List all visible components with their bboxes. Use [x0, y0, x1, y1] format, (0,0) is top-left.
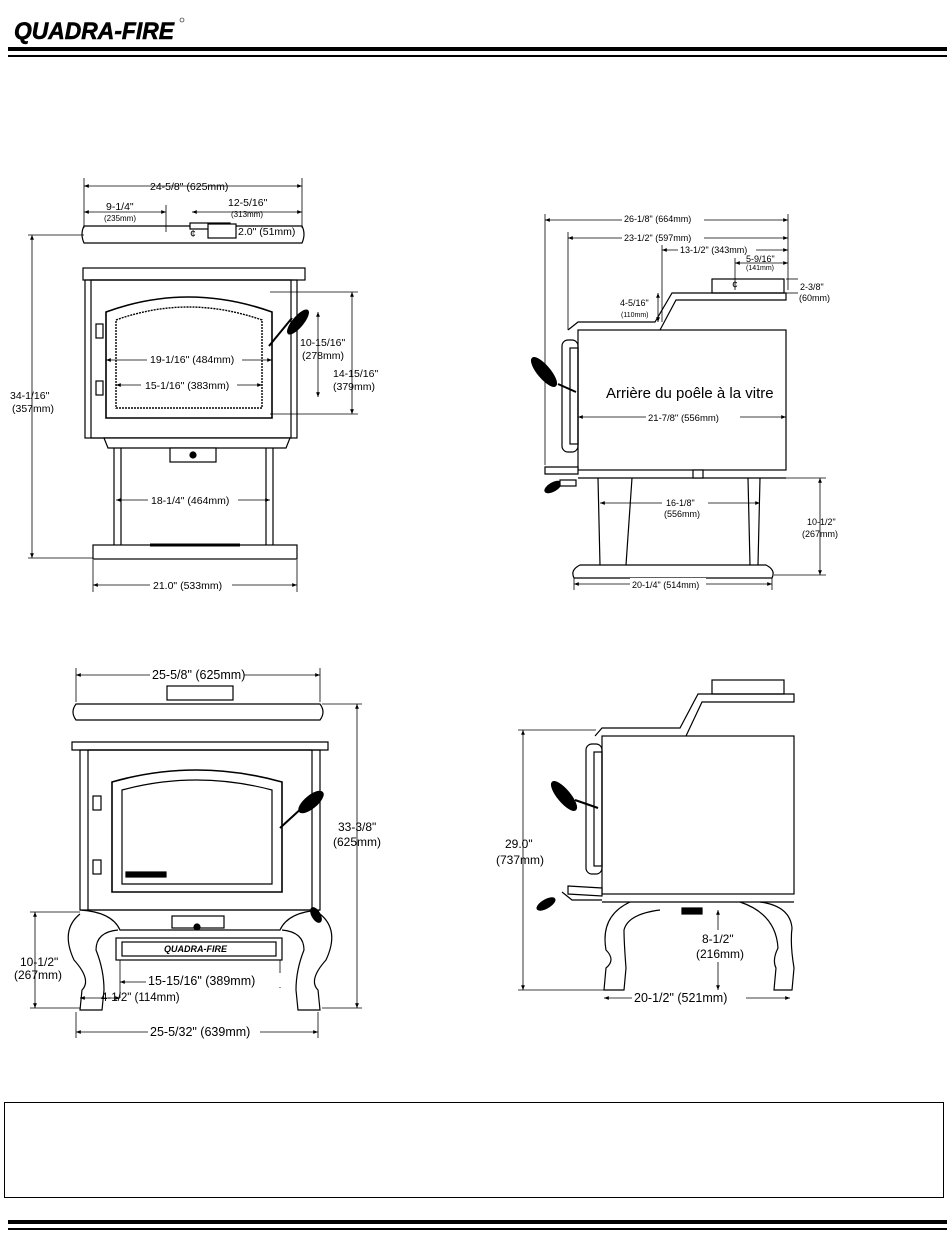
label-side-overall-depth: 26-1/8" (664mm) — [624, 214, 691, 224]
label-door-width: 19-1/16" (484mm) — [150, 354, 234, 366]
label-flue-center-depth: 13-1/2" (343mm) — [680, 245, 747, 255]
front-view-pedestal — [81, 222, 309, 560]
label-centerline: ¢ — [190, 228, 196, 240]
label-collar-height: 2-3/8" — [800, 282, 824, 292]
label-side-overall-height-mm: (737mm) — [496, 853, 544, 867]
label-flue-diameter: 2.0" (51mm) — [238, 226, 295, 238]
label-body-height-mm: (625mm) — [333, 835, 381, 849]
stove-dimension-diagram: 24-5/8" (625mm) 9-1/4" (235mm) 12-5/16" … — [10, 178, 838, 1039]
label-door-height-mm: (278mm) — [302, 350, 344, 362]
label-overall-width: 24-5/8" (625mm) — [150, 181, 228, 193]
label-overall-leg-width: 25-5/32" (639mm) — [150, 1025, 250, 1039]
label-side-centerline: ¢ — [732, 279, 738, 291]
footer-rule-thick — [8, 1220, 947, 1224]
label-glass-width: 15-1/16" (383mm) — [145, 380, 229, 392]
header-rule-thin — [8, 55, 947, 57]
label-leg-height: 10-1/2" — [20, 955, 58, 969]
label-flue-offset: 9-1/4" — [106, 201, 134, 213]
label-collar-height-mm: (60mm) — [799, 293, 830, 303]
header-rule-thick — [8, 47, 947, 51]
label-flue-from-back-mm: (141mm) — [746, 265, 774, 272]
label-flue-center: 12-5/16" — [228, 197, 268, 209]
label-glass-height-mm: (379mm) — [333, 381, 375, 393]
side-view-pedestal-labels: 26-1/8" (664mm) 23-1/2" (597mm) 13-1/2" … — [606, 213, 838, 590]
label-pedestal-depth: 16-1/8" — [666, 498, 695, 508]
ashpan-logo: QUADRA-FIRE — [164, 944, 228, 954]
footer-rule-thin — [8, 1228, 947, 1230]
label-overall-height-mm: (357mm) — [12, 403, 54, 415]
label-leg-depth: 20-1/2" (521mm) — [634, 991, 727, 1005]
front-view-legs — [67, 685, 333, 1011]
label-depth-to-flue-back: 23-1/2" (597mm) — [624, 233, 691, 243]
side-view-legs-labels: 29.0" (737mm) 8-1/2" (216mm) 20-1/2" (52… — [496, 837, 750, 1005]
label-ashpan-width: 15-15/16" (389mm) — [148, 974, 255, 988]
quadra-fire-logo: QUADRA-FIRE — [14, 17, 185, 45]
front-view-legs-labels: 25-5/8" (625mm) 33-3/8" (625mm) 10-1/2" … — [14, 667, 381, 1039]
front-view-pedestal-labels: 24-5/8" (625mm) 9-1/4" (235mm) 12-5/16" … — [10, 181, 378, 592]
label-glass-height: 14-15/16" — [333, 368, 378, 380]
label-top-step-mm: (110mm) — [621, 312, 648, 319]
side-view-pedestal — [530, 278, 787, 579]
label-back-to-glass-value: 21-7/8" (556mm) — [648, 413, 719, 424]
label-body-height: 33-3/8" — [338, 820, 376, 834]
label-top-step: 4-5/16" — [620, 298, 649, 308]
label-base-depth: 20-1/4" (514mm) — [632, 580, 699, 590]
label-back-to-glass: Arrière du poêle à la vitre — [606, 385, 774, 402]
label-door-height: 10-15/16" — [300, 337, 345, 349]
side-view-pedestal-dimensions — [544, 214, 826, 590]
label-pedestal-height: 10-1/2" — [807, 517, 836, 527]
label-pedestal-width: 18-1/4" (464mm) — [151, 495, 229, 507]
label-clearance-height-mm: (216mm) — [696, 947, 744, 961]
label-overall-height: 34-1/16" — [10, 390, 50, 402]
label-flue-from-back: 5-9/16" — [746, 254, 775, 264]
label-legs-overall-width: 25-5/8" (625mm) — [152, 668, 245, 682]
label-pedestal-depth-mm: (556mm) — [664, 509, 700, 519]
label-clearance-height: 8-1/2" — [702, 932, 734, 946]
label-leg-height-mm: (267mm) — [14, 968, 62, 982]
label-base-width: 21.0" (533mm) — [153, 580, 222, 592]
side-view-legs — [536, 679, 795, 991]
logo-text: QUADRA-FIRE — [14, 18, 175, 45]
label-flue-offset-mm: (235mm) — [104, 214, 136, 223]
label-leg-offset: 4-1/2" (114mm) — [101, 992, 180, 1004]
notes-box — [4, 1102, 944, 1198]
label-pedestal-height-mm: (267mm) — [802, 529, 838, 539]
label-flue-center-mm: (313mm) — [231, 210, 263, 219]
label-side-overall-height: 29.0" — [505, 837, 533, 851]
